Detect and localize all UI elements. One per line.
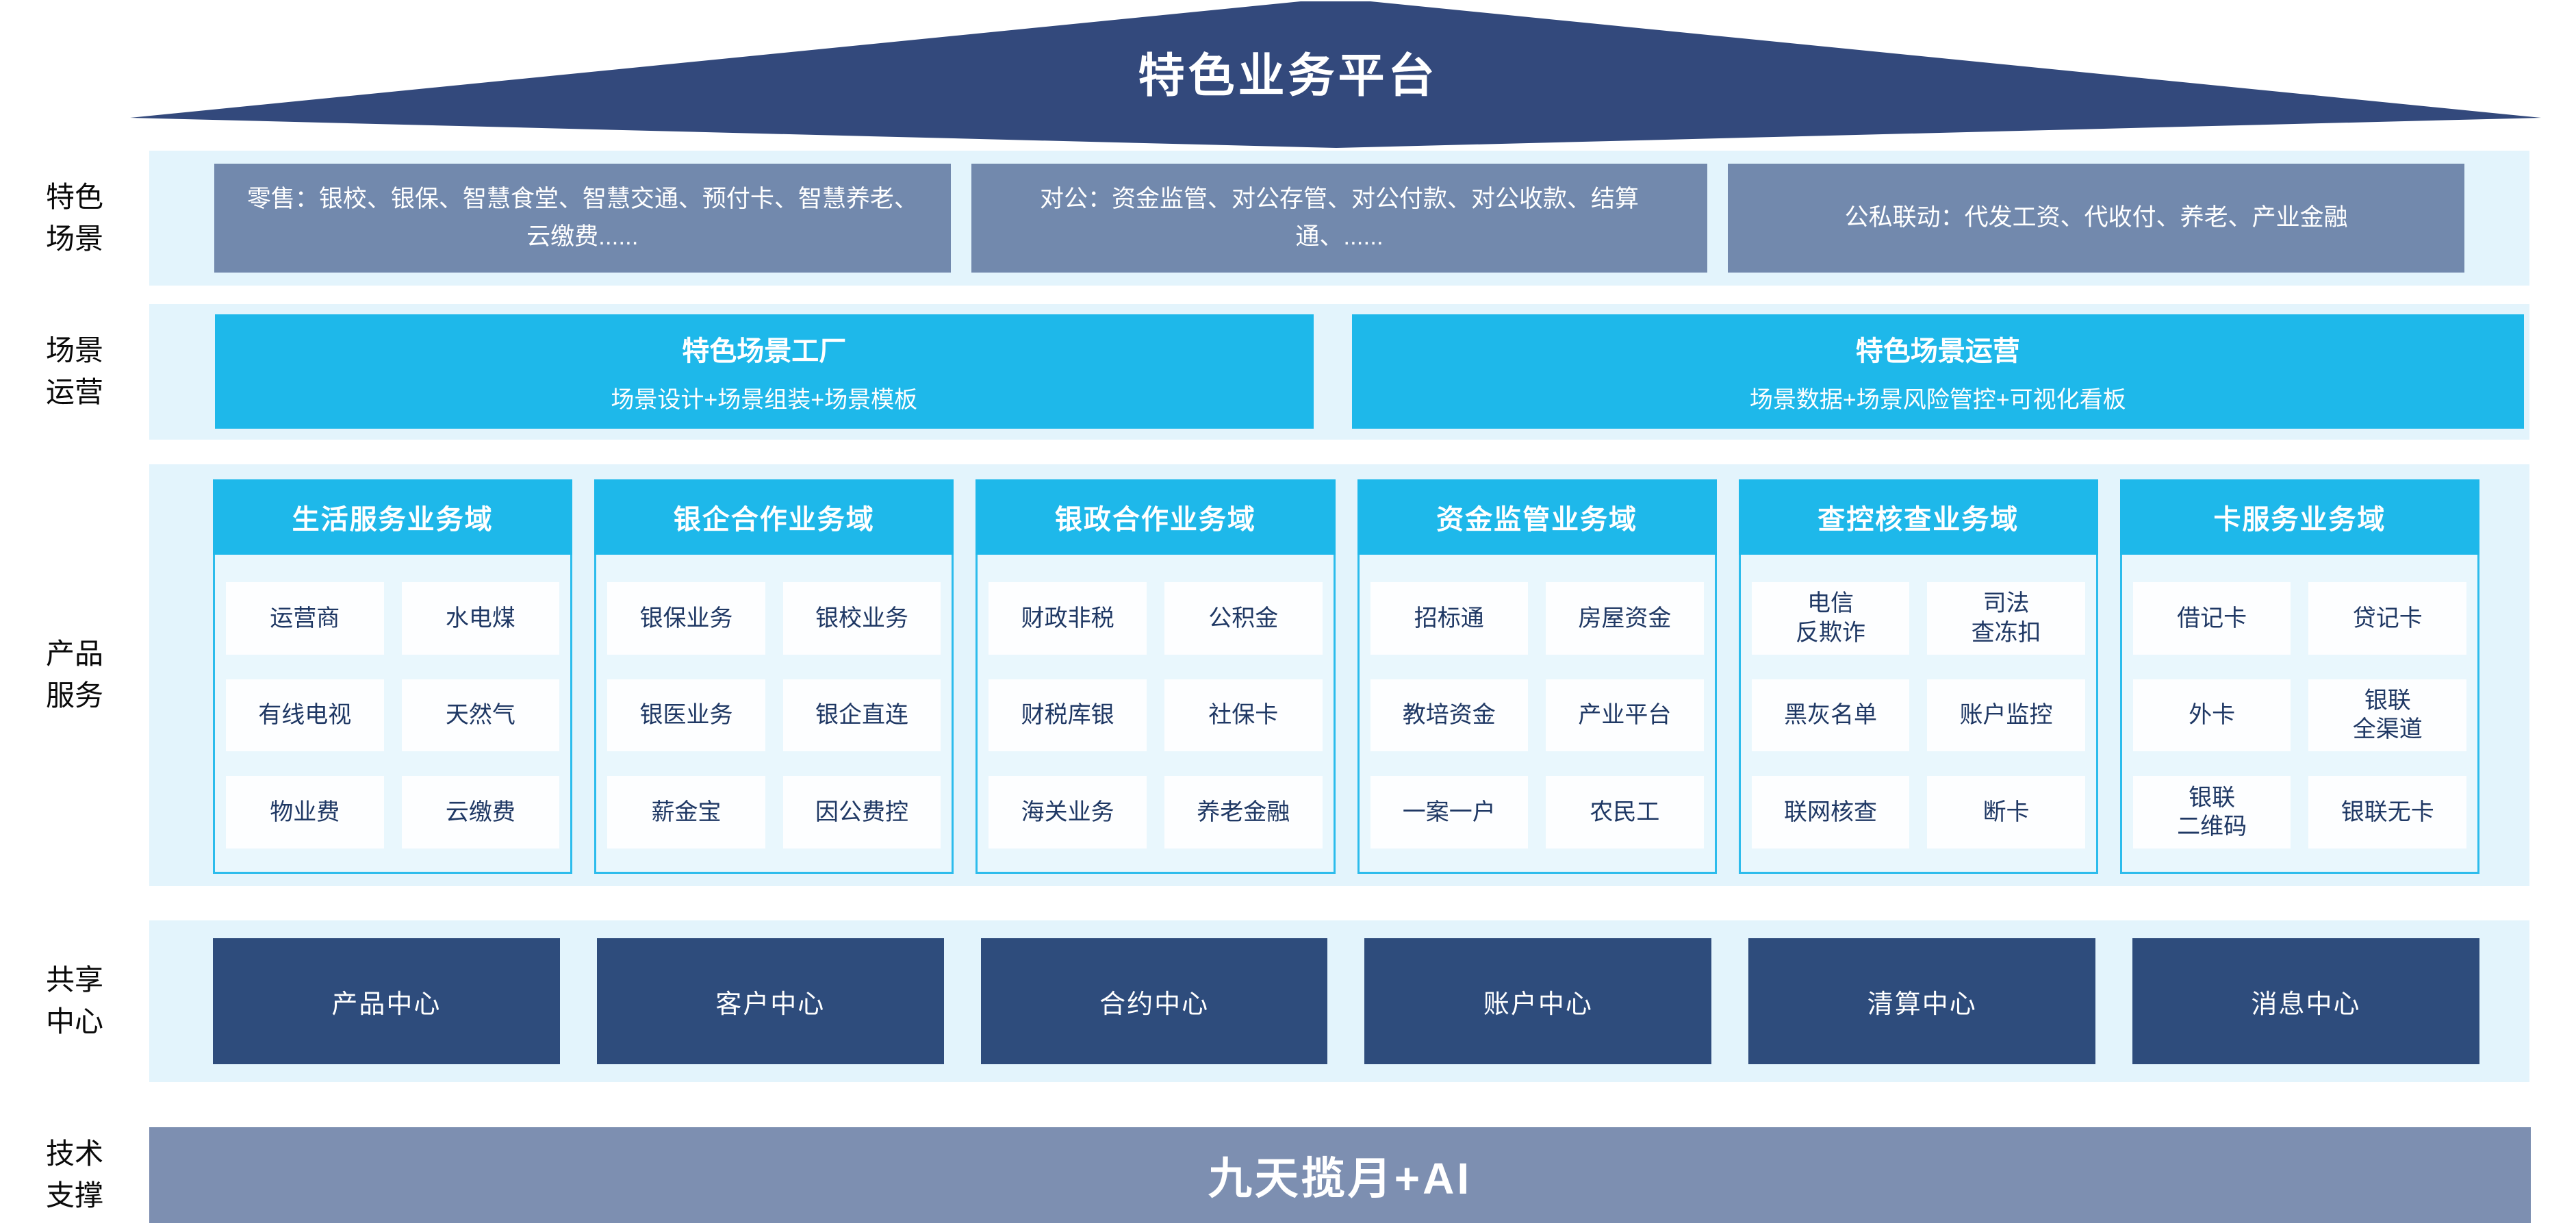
domain-cell: 有线电视 [226,679,384,752]
scene-factory-subtitle: 场景设计+场景组装+场景模板 [611,387,918,413]
tech-support-bar: 九天揽月+AI [149,1127,2531,1223]
domain-cell: 养老金融 [1164,776,1323,848]
center-message: 消息中心 [2132,938,2479,1064]
domain-cell: 银企直连 [782,679,941,752]
scenes-band: 零售：银校、银保、智慧食堂、智慧交通、预付卡、智慧养老、云缴费...... 对公… [149,151,2529,286]
rail-label-shared: 共享 中心 [45,964,103,1038]
rail-label-operations: 场景 运营 [45,334,103,408]
domain-cell: 水电煤 [401,582,560,655]
domain-header: 卡服务业务域 [2119,479,2480,555]
domain-cell: 电信 反欺诈 [1751,582,1910,655]
scene-box-corporate: 对公：资金监管、对公存管、对公付款、对公收款、结算通、...... [971,164,1708,273]
domain-body: 运营商 水电煤 有线电视 天然气 物业费 云缴费 [213,555,573,874]
domain-header: 银政合作业务域 [975,479,1336,555]
scene-factory-title: 特色场景工厂 [682,336,847,366]
domain-cell: 银医业务 [607,679,765,752]
scene-operation-subtitle: 场景数据+场景风险管控+可视化看板 [1749,387,2126,413]
domain-cell: 银保业务 [607,582,765,655]
rail-label-tech: 技术 支撑 [45,1137,103,1211]
domain-cell: 天然气 [401,679,560,752]
roof-banner-shape [130,1,2541,148]
domain-cell: 银联 二维码 [2132,776,2291,848]
rail-label-products: 产品 服务 [45,638,103,712]
domain-cell: 薪金宝 [607,776,765,848]
domain-cell: 招标通 [1370,582,1529,655]
products-band: 生活服务业务域 运营商 水电煤 有线电视 天然气 物业费 云缴费 银企合作业务域… [149,464,2529,886]
shared-centers-band: 产品中心 客户中心 合约中心 账户中心 清算中心 消息中心 [149,920,2529,1082]
domain-cell: 一案一户 [1370,776,1529,848]
domain-cell: 财政非税 [989,582,1147,655]
center-product: 产品中心 [213,938,560,1064]
domain-cell: 产业平台 [1546,679,1704,752]
domain-body: 招标通 房屋资金 教培资金 产业平台 一案一户 农民工 [1357,555,1717,874]
domain-cell: 因公费控 [782,776,941,848]
domain-body: 银保业务 银校业务 银医业务 银企直连 薪金宝 因公费控 [594,555,954,874]
domain-body: 财政非税 公积金 财税库银 社保卡 海关业务 养老金融 [975,555,1336,874]
scene-box-public-private: 公私联动：代发工资、代收付、养老、产业金融 [1728,164,2465,273]
domain-header: 银企合作业务域 [594,479,954,555]
domain-cell: 银校业务 [782,582,941,655]
domain-cell: 物业费 [226,776,384,848]
domain-cell: 教培资金 [1370,679,1529,752]
domain-cell: 贷记卡 [2308,582,2467,655]
domain-card-services: 卡服务业务域 借记卡 贷记卡 外卡 银联 全渠道 银联 二维码 银联无卡 [2119,479,2480,874]
domain-life-services: 生活服务业务域 运营商 水电煤 有线电视 天然气 物业费 云缴费 [213,479,573,874]
center-clearing: 清算中心 [1748,938,2096,1064]
domain-cell: 司法 查冻扣 [1927,582,2085,655]
domain-body: 借记卡 贷记卡 外卡 银联 全渠道 银联 二维码 银联无卡 [2119,555,2480,874]
domain-cell: 海关业务 [989,776,1147,848]
domain-fund-supervision: 资金监管业务域 招标通 房屋资金 教培资金 产业平台 一案一户 农民工 [1357,479,1717,874]
domain-cell: 运营商 [226,582,384,655]
domain-bank-enterprise: 银企合作业务域 银保业务 银校业务 银医业务 银企直连 薪金宝 因公费控 [594,479,954,874]
center-account: 账户中心 [1364,938,1712,1064]
platform-title: 特色业务平台 [1138,49,1438,102]
domain-body: 电信 反欺诈 司法 查冻扣 黑灰名单 账户监控 联网核查 断卡 [1738,555,2098,874]
rail-label-scenes: 特色 场景 [45,180,103,255]
scene-operation-title: 特色场景运营 [1855,336,2020,366]
domain-cell: 房屋资金 [1546,582,1704,655]
domain-header: 生活服务业务域 [213,479,573,555]
domain-cell: 借记卡 [2132,582,2291,655]
domain-cell: 账户监控 [1927,679,2085,752]
scene-operation-box: 特色场景运营 场景数据+场景风险管控+可视化看板 [1351,314,2524,429]
domain-cell: 断卡 [1927,776,2085,848]
domain-cell: 社保卡 [1164,679,1323,752]
domain-header: 查控核查业务域 [1738,479,2098,555]
domain-cell: 外卡 [2132,679,2291,752]
domain-cell: 银联无卡 [2308,776,2467,848]
domain-cell: 黑灰名单 [1751,679,1910,752]
domain-cell: 联网核查 [1751,776,1910,848]
domain-cell: 财税库银 [989,679,1147,752]
scene-factory-box: 特色场景工厂 场景设计+场景组装+场景模板 [215,314,1314,429]
domain-cell: 农民工 [1546,776,1704,848]
domain-bank-government: 银政合作业务域 财政非税 公积金 财税库银 社保卡 海关业务 养老金融 [975,479,1336,874]
domain-inquiry-verification: 查控核查业务域 电信 反欺诈 司法 查冻扣 黑灰名单 账户监控 联网核查 断卡 [1738,479,2098,874]
center-contract: 合约中心 [980,938,1328,1064]
operations-band: 特色场景工厂 场景设计+场景组装+场景模板 特色场景运营 场景数据+场景风险管控… [149,304,2529,440]
domain-cell: 云缴费 [401,776,560,848]
scene-box-retail: 零售：银校、银保、智慧食堂、智慧交通、预付卡、智慧养老、云缴费...... [214,164,951,273]
domain-cell: 公积金 [1164,582,1323,655]
domain-cell: 银联 全渠道 [2308,679,2467,752]
domain-header: 资金监管业务域 [1357,479,1717,555]
center-customer: 客户中心 [596,938,944,1064]
